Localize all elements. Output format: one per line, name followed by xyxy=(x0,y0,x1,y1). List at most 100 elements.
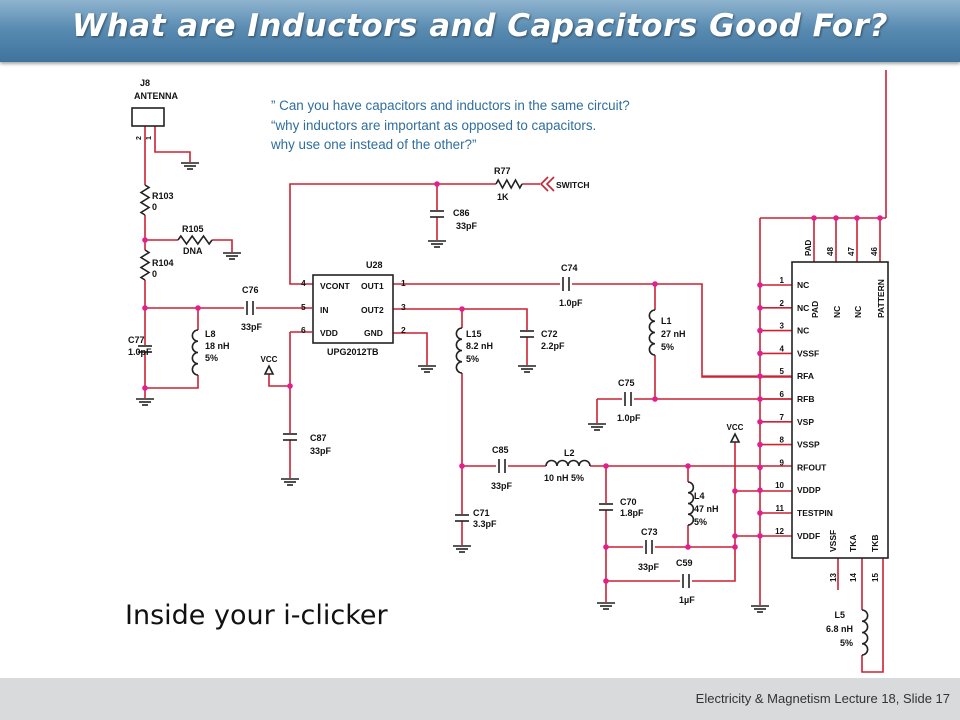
l2-ref: L2 xyxy=(564,448,575,458)
junction-dot xyxy=(652,281,658,287)
rf-ic-pin-name-9: RFOUT xyxy=(797,462,827,472)
r105-value: DNA xyxy=(183,246,203,256)
rf-ic-pin-name-5: RFA xyxy=(797,371,814,381)
c74-ref: C74 xyxy=(561,263,578,273)
rf-ic-pin-name-12: VDDF xyxy=(797,531,820,541)
junction-dot xyxy=(142,385,148,391)
u28-pin-2: 2 xyxy=(401,325,406,335)
slide-title: What are Inductors and Capacitors Good F… xyxy=(72,8,888,44)
c73-ref: C73 xyxy=(641,527,658,537)
c76-ref: C76 xyxy=(242,285,259,295)
r105-ref: R105 xyxy=(182,224,204,234)
c71-ref: C71 xyxy=(473,508,490,518)
r103-value: 0 xyxy=(152,202,157,212)
junction-dot xyxy=(732,544,738,550)
rf-ic-top-name-0: PAD xyxy=(810,301,820,318)
u28-body xyxy=(312,274,394,344)
rf-ic-pin-name-7: VSP xyxy=(797,417,814,427)
u28-pin-out2: OUT2 xyxy=(361,305,384,315)
u28-pin-5: 5 xyxy=(301,302,306,312)
wire-15 xyxy=(289,183,496,285)
u28-part: UPG2012TB xyxy=(327,347,379,357)
rf-ic-top-num-1: 48 xyxy=(826,247,835,256)
rf-ic-top-name-1: NC xyxy=(832,306,842,318)
rf-ic-body xyxy=(791,261,889,559)
l5-tolerance: 5% xyxy=(840,638,853,648)
r104-ref: R104 xyxy=(152,258,174,268)
resistor-symbol xyxy=(495,178,523,190)
inductor-symbol xyxy=(191,329,199,376)
l5-ref: L5 xyxy=(834,610,845,620)
junction-dot xyxy=(757,396,763,402)
switch-net-arrow xyxy=(539,176,555,192)
rf-ic-top-num-0: PAD xyxy=(804,239,813,256)
junction-dot xyxy=(833,215,839,221)
junction-dot xyxy=(603,463,609,469)
l15-value: 8.2 nH xyxy=(466,341,493,351)
junction-dot xyxy=(142,305,148,311)
vcc-arrow xyxy=(729,432,741,443)
wire-28 xyxy=(393,332,428,365)
l8-value: 18 nH xyxy=(205,341,230,351)
j8-pin-2: 2 xyxy=(136,136,143,140)
resistor-symbol xyxy=(177,234,213,246)
u28-pin-3: 3 xyxy=(401,302,406,312)
r103-ref: R103 xyxy=(152,191,174,201)
question-line-1: ” Can you have capacitors and inductors … xyxy=(271,98,630,113)
junction-dot xyxy=(603,544,609,550)
wire-4 xyxy=(212,239,233,252)
rf-ic-top-name-3: PATTERN xyxy=(876,279,886,318)
c70-value: 1.8pF xyxy=(620,508,644,518)
junction-dot xyxy=(459,306,465,312)
inductor-symbol xyxy=(861,609,869,656)
c87-value: 33pF xyxy=(310,446,332,456)
junction-dot xyxy=(854,215,860,221)
footer-bar: Electricity & Magnetism Lecture 18, Slid… xyxy=(0,678,960,720)
u28-pin-1: 1 xyxy=(401,278,406,288)
c77-value: 1.0pF xyxy=(128,347,152,357)
vcc-right-label: VCC xyxy=(727,423,744,432)
wire-26 xyxy=(393,308,528,330)
u28-pin-vcont: VCONT xyxy=(320,281,351,291)
rf-ic-pin-num-2: 2 xyxy=(780,299,785,308)
rf-ic-bottom-num-2: 15 xyxy=(871,573,880,582)
c71-value: 3.3pF xyxy=(473,519,497,529)
c75-ref: C75 xyxy=(618,378,635,388)
inductor-symbol xyxy=(687,481,695,526)
c72-ref: C72 xyxy=(541,329,558,339)
junction-dot xyxy=(757,282,763,288)
question-line-2: “why inductors are important as opposed … xyxy=(271,117,597,133)
wire-64 xyxy=(861,558,884,673)
junction-dot xyxy=(757,327,763,334)
junction-dot xyxy=(757,419,763,425)
wire-1 xyxy=(154,126,191,162)
wire-11 xyxy=(268,374,290,387)
junction-dot xyxy=(757,373,763,380)
wire-10 xyxy=(145,375,199,389)
junction-dot xyxy=(757,350,763,357)
junction-dot xyxy=(757,510,763,516)
rf-ic-pin-num-1: 1 xyxy=(780,276,785,285)
antenna-connector xyxy=(131,107,165,127)
inductor-symbol xyxy=(545,459,591,467)
rf-ic-pin-name-11: TESTPIN xyxy=(797,508,833,518)
u28-pin-out1: OUT1 xyxy=(361,281,384,291)
rf-ic-pin-name-6: RFB xyxy=(797,394,814,404)
rf-ic-pin-num-6: 6 xyxy=(780,390,785,399)
j8-value: ANTENNA xyxy=(134,91,178,101)
rf-ic-pin-num-7: 7 xyxy=(780,413,785,422)
l1-tolerance: 5% xyxy=(661,342,674,352)
junction-dot xyxy=(732,533,738,539)
title-bar: What are Inductors and Capacitors Good F… xyxy=(0,0,960,62)
junction-dot xyxy=(685,463,691,469)
r77-value: 1K xyxy=(497,192,509,202)
footer-text: Electricity & Magnetism Lecture 18, Slid… xyxy=(695,691,950,706)
c59-ref: C59 xyxy=(676,558,693,568)
l8-tolerance: 5% xyxy=(205,353,218,363)
c76-value: 33pF xyxy=(241,322,263,332)
rf-ic-bottom-name-0: VSSF xyxy=(828,530,838,552)
c74-value: 1.0pF xyxy=(559,298,583,308)
l15-tolerance: 5% xyxy=(466,354,479,364)
junction-dot xyxy=(142,237,148,243)
